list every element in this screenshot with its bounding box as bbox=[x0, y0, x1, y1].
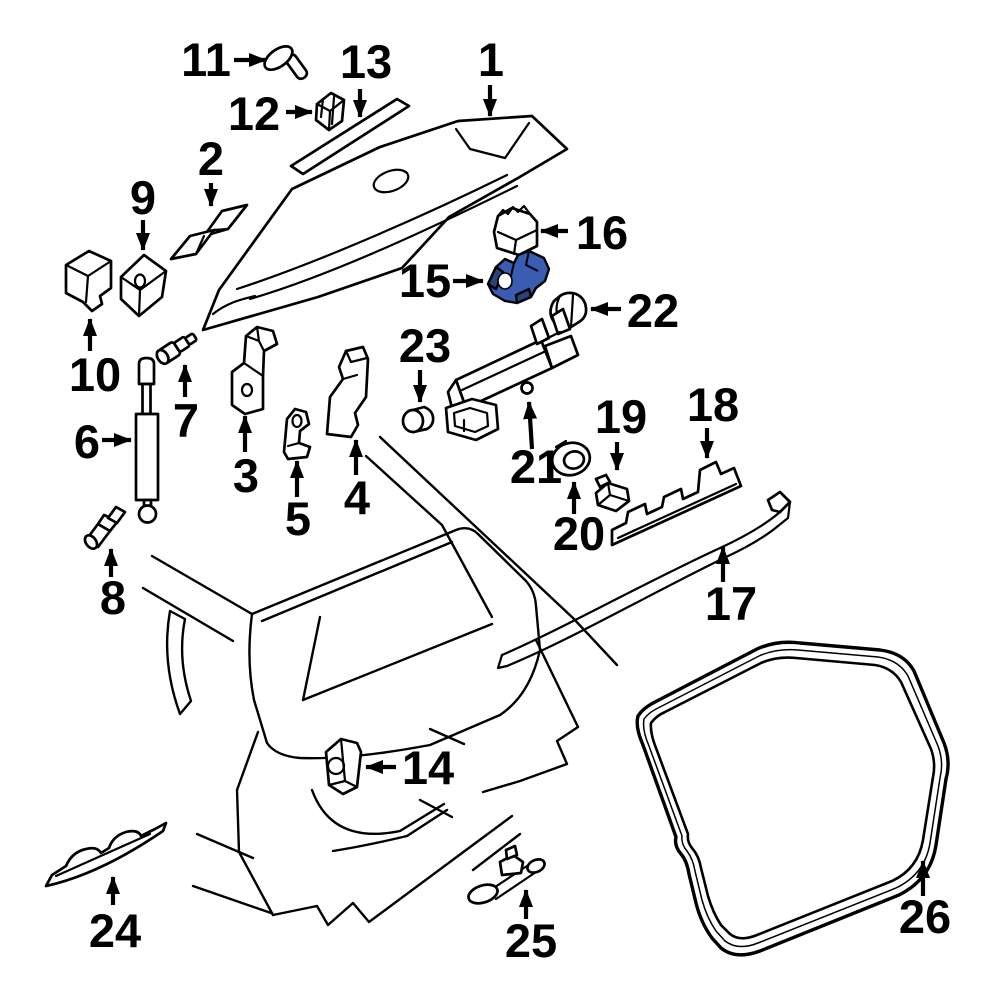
callout-label-26: 26 bbox=[899, 890, 951, 943]
part-16-connector bbox=[492, 204, 539, 257]
part-14-wedge bbox=[324, 737, 363, 796]
callout-label-4: 4 bbox=[344, 471, 370, 524]
callout-label-9: 9 bbox=[130, 171, 156, 224]
callout-7: 7 bbox=[173, 364, 199, 447]
callout-8: 8 bbox=[100, 548, 126, 624]
callout-label-21: 21 bbox=[510, 440, 562, 493]
callout-label-24: 24 bbox=[89, 904, 141, 957]
callout-label-18: 18 bbox=[687, 378, 739, 431]
callout-label-19: 19 bbox=[595, 390, 647, 443]
callout-3: 3 bbox=[233, 415, 259, 502]
callout-20: 20 bbox=[553, 481, 605, 560]
part-12-clip-nut bbox=[314, 91, 346, 132]
part-9-bracket-plate bbox=[119, 253, 168, 318]
callout-label-8: 8 bbox=[100, 571, 126, 624]
part-17-molding bbox=[496, 490, 792, 670]
part-23-plug bbox=[401, 405, 435, 434]
part-11-push-pin bbox=[263, 45, 309, 81]
callout-label-10: 10 bbox=[69, 348, 121, 401]
part-13-protective-strip bbox=[289, 97, 411, 176]
callout-26: 26 bbox=[899, 860, 951, 943]
callout-label-7: 7 bbox=[173, 394, 199, 447]
callout-label-13: 13 bbox=[340, 35, 392, 88]
part-21-lock-actuator bbox=[444, 307, 580, 442]
part-25-lever bbox=[467, 844, 546, 905]
callout-16: 16 bbox=[540, 206, 628, 259]
callout-label-12: 12 bbox=[228, 87, 280, 140]
callout-label-1: 1 bbox=[478, 33, 504, 86]
part-18-bracket-strip bbox=[610, 460, 743, 547]
callout-15: 15 bbox=[399, 254, 484, 307]
callout-label-11: 11 bbox=[181, 33, 231, 86]
part-20-grommet bbox=[550, 439, 592, 477]
callout-22: 22 bbox=[590, 284, 679, 337]
callout-4: 4 bbox=[344, 439, 370, 524]
part-2-folded-pad bbox=[169, 203, 249, 261]
callout-label-15: 15 bbox=[399, 254, 451, 307]
callout-label-2: 2 bbox=[198, 132, 224, 185]
part-3-hinge-bracket bbox=[230, 325, 279, 416]
callout-label-22: 22 bbox=[627, 284, 679, 337]
part-10-cover bbox=[64, 249, 113, 313]
part-4-bracket bbox=[325, 345, 370, 439]
callout-18: 18 bbox=[687, 378, 739, 459]
callout-24: 24 bbox=[89, 876, 141, 957]
callout-9: 9 bbox=[130, 171, 156, 251]
callout-11: 11 bbox=[181, 33, 267, 86]
callout-10: 10 bbox=[69, 318, 121, 401]
part-6-gas-strut bbox=[134, 356, 160, 524]
callout-label-25: 25 bbox=[505, 914, 557, 967]
callout-label-5: 5 bbox=[285, 492, 311, 545]
part-7-bumper-stud bbox=[155, 332, 198, 366]
part-26-weatherstrip-seal bbox=[635, 640, 950, 957]
part-15-highlighted bbox=[486, 249, 551, 305]
callout-label-6: 6 bbox=[74, 415, 100, 468]
callout-5: 5 bbox=[285, 460, 311, 545]
callout-23: 23 bbox=[399, 319, 451, 403]
callout-14: 14 bbox=[365, 741, 454, 794]
callout-label-16: 16 bbox=[576, 206, 628, 259]
part-24-strip bbox=[44, 821, 168, 888]
callout-2: 2 bbox=[198, 132, 224, 207]
callout-label-3: 3 bbox=[233, 449, 259, 502]
callout-12: 12 bbox=[228, 87, 313, 140]
part-8-ball-stud bbox=[83, 505, 127, 551]
callout-label-17: 17 bbox=[705, 577, 757, 630]
callouts: 1 2 3 4 5 6 7 8 bbox=[69, 33, 951, 967]
callout-13: 13 bbox=[340, 35, 392, 118]
callout-25: 25 bbox=[505, 889, 557, 967]
callout-label-23: 23 bbox=[399, 319, 451, 372]
vehicle-body-outline bbox=[141, 435, 619, 927]
part-5-bracket bbox=[282, 407, 312, 461]
part-19-clip bbox=[594, 473, 631, 513]
callout-6: 6 bbox=[74, 415, 132, 468]
callout-21: 21 bbox=[510, 401, 562, 493]
callout-17: 17 bbox=[705, 546, 757, 630]
callout-1: 1 bbox=[478, 33, 504, 117]
callout-label-20: 20 bbox=[553, 507, 605, 560]
part-1-liftgate-trim-panel bbox=[201, 114, 569, 332]
callout-label-14: 14 bbox=[402, 741, 454, 794]
callout-19: 19 bbox=[595, 390, 647, 471]
